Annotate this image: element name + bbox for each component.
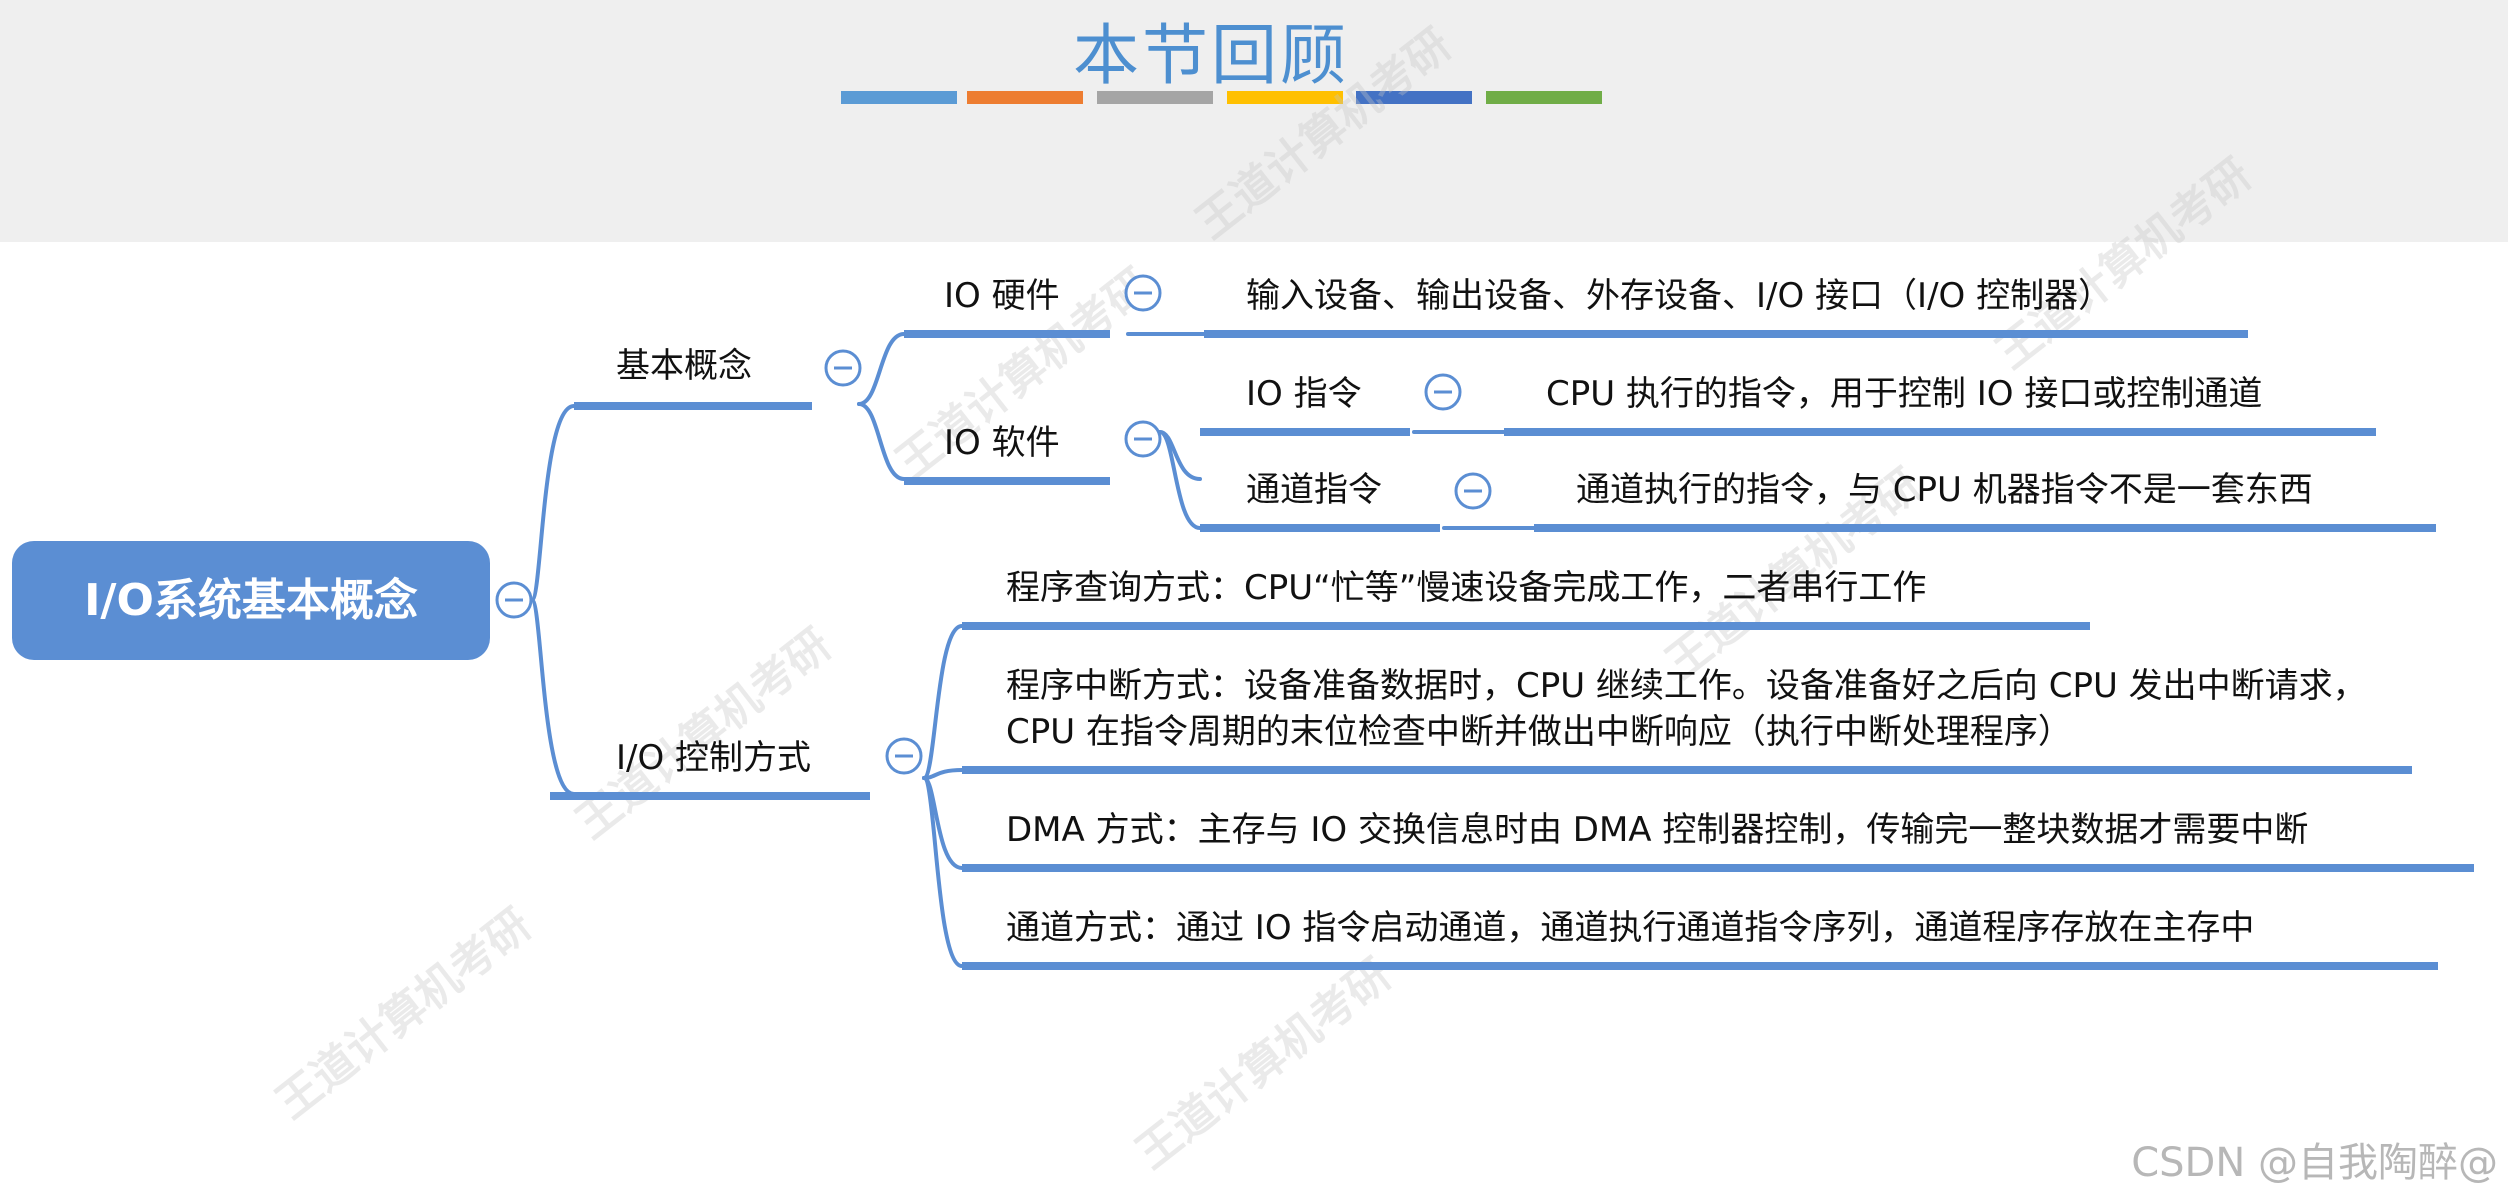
node-basic-concepts[interactable]: 基本概念 <box>616 346 752 386</box>
connector-basic-software <box>857 402 906 481</box>
node-method-polling[interactable]: 程序查询方式：CPU“忙等”慢速设备完成工作，二者串行工作 <box>1006 568 1927 608</box>
collapse-basic-icon[interactable] <box>824 349 862 387</box>
slide-header: 本节回顾 <box>0 0 2508 242</box>
node-method-dma[interactable]: DMA 方式：主存与 IO 交换信息时由 DMA 控制器控制，传输完一整块数据才… <box>1006 810 2309 850</box>
connector-software-chaninstr <box>1158 430 1202 530</box>
page-title: 本节回顾 <box>1073 17 1349 94</box>
title-color-bar <box>967 91 1083 104</box>
node-io-instruction[interactable]: IO 指令 <box>1246 374 1362 414</box>
csdn-credit: CSDN @自我陶醉@ <box>2131 1140 2498 1186</box>
node-io-hardware[interactable]: IO 硬件 <box>944 276 1060 316</box>
node-io-control-methods[interactable]: I/O 控制方式 <box>616 738 812 778</box>
collapse-root-icon[interactable] <box>495 581 533 619</box>
title-color-bar <box>1227 91 1343 104</box>
title-color-bar <box>841 91 957 104</box>
connector-control-method1 <box>922 624 964 780</box>
title-color-bar <box>1356 91 1472 104</box>
title-color-bar <box>1486 91 1602 104</box>
node-io-software[interactable]: IO 软件 <box>944 423 1060 463</box>
root-node[interactable]: I/O系统基本概念 <box>12 541 490 660</box>
connector-basic-hardware <box>857 332 906 406</box>
collapse-chaninstr-icon[interactable] <box>1454 472 1492 510</box>
node-method-interrupt[interactable]: 程序中断方式：设备准备数据时，CPU 继续工作。设备准备好之后向 CPU 发出中… <box>1006 666 2367 752</box>
node-method-channel[interactable]: 通道方式：通过 IO 指令启动通道，通道执行通道指令序列，通道程序存放在主存中 <box>1006 908 2255 948</box>
node-channel-instruction-detail[interactable]: 通道执行的指令，与 CPU 机器指令不是一套东西 <box>1576 470 2313 510</box>
connector-control-method4 <box>922 776 964 968</box>
collapse-hardware-icon[interactable] <box>1124 274 1162 312</box>
node-hardware-detail[interactable]: 输入设备、输出设备、外存设备、I/O 接口（I/O 控制器） <box>1246 276 2113 316</box>
collapse-software-icon[interactable] <box>1124 420 1162 458</box>
node-io-instruction-detail[interactable]: CPU 执行的指令，用于控制 IO 接口或控制通道 <box>1546 374 2263 414</box>
collapse-ioinstr-icon[interactable] <box>1424 373 1462 411</box>
connector-root-control <box>530 598 576 796</box>
collapse-control-icon[interactable] <box>885 737 923 775</box>
root-label: I/O系统基本概念 <box>84 575 418 626</box>
title-color-bar <box>1097 91 1213 104</box>
node-channel-instruction[interactable]: 通道指令 <box>1246 470 1382 510</box>
connector-root-basic <box>530 404 576 602</box>
